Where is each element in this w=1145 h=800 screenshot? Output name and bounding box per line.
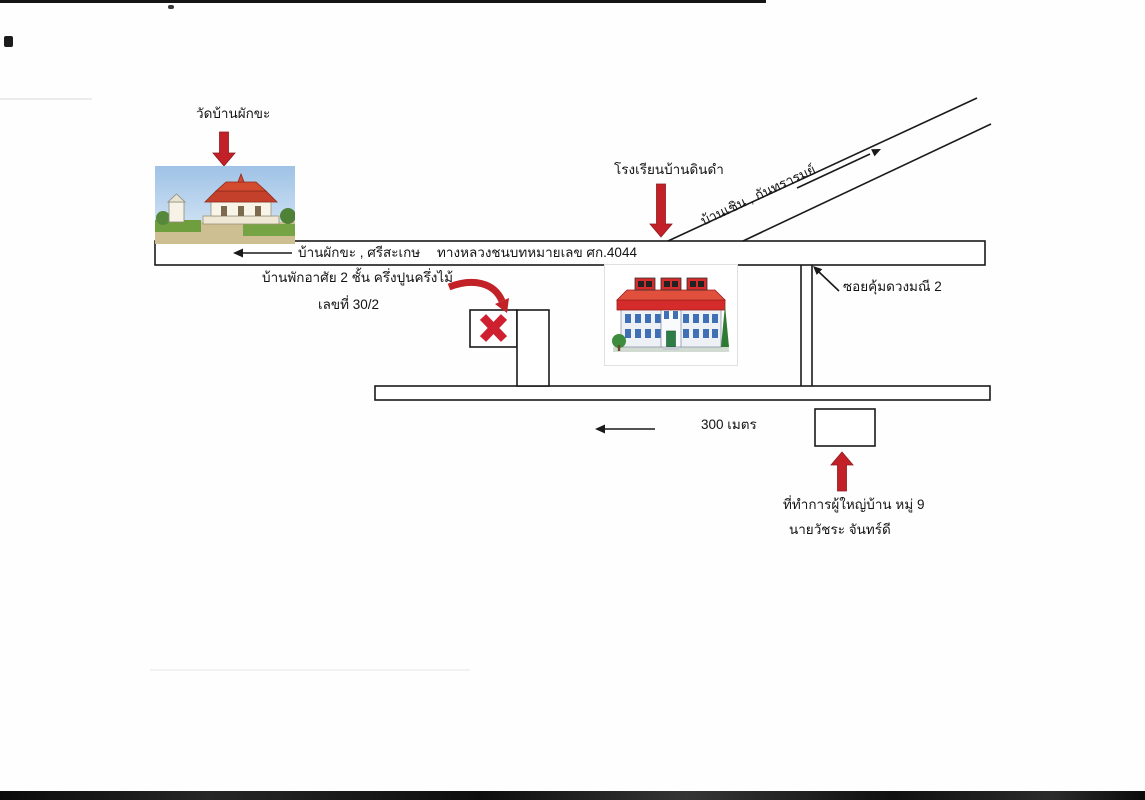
diagonal-road-upper-line <box>667 97 978 242</box>
temple-pointer-arrow-icon <box>212 131 236 167</box>
house-number-label: เลขที่ 30/2 <box>318 297 380 312</box>
office-title-label: ที่ทำการผู้ใหญ่บ้าน หมู่ 9 <box>783 497 925 512</box>
house-description-label: บ้านพักอาศัย 2 ชั้น ครึ่งปูนครึ่งไม้ <box>262 270 454 285</box>
scan-artifact-bottom-bar <box>0 791 1145 800</box>
temple-photo <box>155 166 295 244</box>
school-pointer-arrow-icon <box>649 183 673 238</box>
scan-artifact-top-dot <box>168 5 174 9</box>
diagonal-road-lower-line <box>742 123 992 242</box>
diagonal-road <box>667 97 992 242</box>
main-road-name-label: ทางหลวงชนบทหมายเลข ศก.4044 <box>437 245 637 260</box>
office-pointer-arrow-icon <box>830 451 854 492</box>
temple-illustration <box>155 166 295 244</box>
office-building <box>814 408 876 447</box>
temple-label: วัดบ้านผักขะ <box>196 106 271 121</box>
distance-arrow-icon <box>595 424 655 434</box>
school-illustration <box>605 265 737 365</box>
house-rear-block <box>516 309 550 387</box>
soi-road <box>800 265 813 386</box>
soi-label: ซอยคุ้มดวงมณี 2 <box>843 279 942 294</box>
office-person-label: นายวัชระ จันทร์ดี <box>789 522 891 537</box>
scan-artifact-left-mark <box>4 36 13 47</box>
school-label: โรงเรียนบ้านดินดำ <box>614 162 724 177</box>
main-road-destination-label: บ้านผักขะ , ศรีสะเกษ <box>298 245 421 260</box>
house-x-mark-icon <box>479 314 508 342</box>
school-photo <box>604 264 738 366</box>
lower-road <box>374 385 991 401</box>
scan-artifact-smudge <box>0 98 92 100</box>
house-building <box>469 309 550 387</box>
scan-artifact-top-line <box>0 0 766 3</box>
road-direction-west-arrow-icon <box>233 248 292 258</box>
house-pointer-arrow-icon <box>447 278 509 313</box>
soi-pointer-arrow-icon <box>813 266 840 292</box>
distance-label: 300 เมตร <box>701 417 757 432</box>
scan-artifact-smudge <box>150 669 470 671</box>
main-road <box>154 240 986 266</box>
diagonal-direction-arrow-icon <box>796 149 881 189</box>
